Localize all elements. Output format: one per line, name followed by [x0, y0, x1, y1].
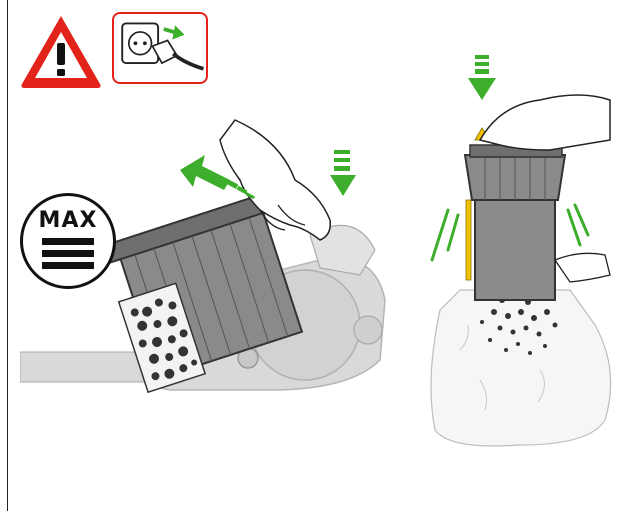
- empty-bin-illustration: [420, 50, 625, 460]
- max-line-icon: [42, 250, 94, 257]
- max-line-icon: [42, 238, 94, 245]
- warning-sign: [18, 12, 104, 90]
- exclamation-triangle-icon: [18, 12, 104, 90]
- max-label: MAX: [39, 209, 98, 233]
- max-fill-badge: MAX: [20, 193, 116, 289]
- max-line-icon: [42, 262, 94, 269]
- page-margin-rule: [7, 0, 8, 511]
- unplug-from-socket-icon: [114, 14, 206, 82]
- unplug-instruction: [112, 12, 208, 84]
- empty-bin-into-bag-illustration: [420, 50, 625, 460]
